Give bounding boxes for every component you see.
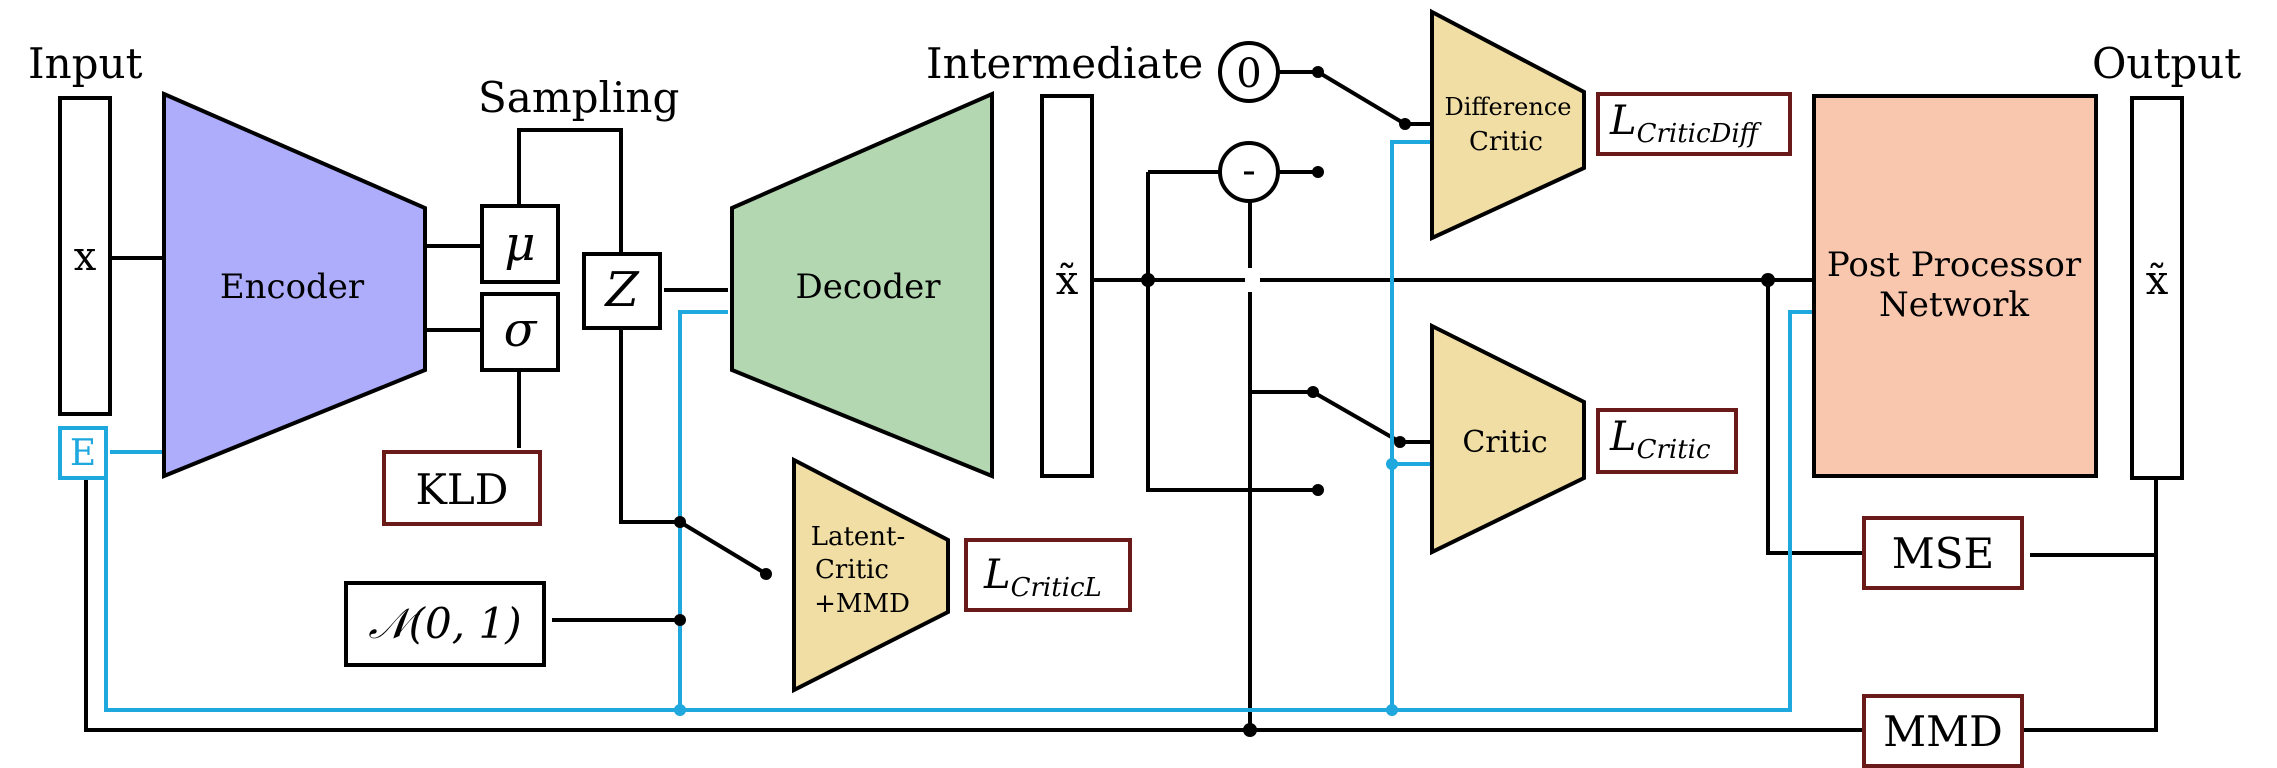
mu-symbol: μ: [504, 216, 535, 272]
energy-to-diff-critic-line: [1390, 140, 1432, 710]
input-e-box: [58, 426, 108, 480]
minus-node-symbol: -: [1242, 148, 1256, 194]
sigma-symbol: σ: [504, 302, 538, 358]
l-critic-label: LCritic: [1609, 414, 1711, 465]
l-critic-latent-label: LCriticL: [983, 552, 1102, 603]
zero-node-symbol: 0: [1236, 51, 1261, 97]
junction-dot: [1243, 723, 1257, 737]
input-e-symbol: E: [70, 433, 96, 474]
output-to-mmd-line: [2020, 478, 2158, 732]
latent-critic-block: [792, 456, 950, 694]
z-to-latent-switch-line: [619, 328, 680, 524]
kld-loss-box: [382, 450, 542, 526]
bus-to-mse-line: [1766, 280, 1862, 555]
mu-box: [480, 204, 560, 284]
sampling-line: [517, 128, 623, 254]
l-critic-latent-box: [964, 538, 1132, 612]
input-x-symbol: x: [74, 234, 97, 280]
decoder-block: [730, 90, 994, 479]
intermediate-label: Intermediate: [926, 39, 1203, 88]
junction-dot: [1394, 436, 1406, 448]
normal-dist-symbol: 𝒩(0, 1): [368, 599, 521, 648]
latent-critic-line2: Critic: [815, 555, 889, 585]
input-label: Input: [28, 39, 143, 88]
mmd-loss-box: [1862, 694, 2024, 768]
critic-label: Critic: [1462, 425, 1547, 460]
junction-dot: [1386, 458, 1398, 470]
difference-critic-line1: Difference: [1445, 93, 1572, 121]
post-processor-line2: Network: [1879, 285, 2029, 325]
junction-dot: [1307, 386, 1319, 398]
critic-switch-blade: [1312, 390, 1432, 444]
junction-dot: [1399, 118, 1411, 130]
kld-label: KLD: [416, 465, 509, 514]
normal-dist-box: [344, 581, 546, 667]
encoder-block: [162, 90, 427, 479]
zero-node: [1218, 41, 1280, 103]
intermediate-box: [1040, 94, 1094, 478]
junction-dot: [1312, 66, 1324, 78]
input-x-box: [58, 96, 112, 416]
encoder-label: Encoder: [220, 267, 365, 307]
mse-loss-box: [1862, 516, 2024, 590]
junction-dot: [1312, 484, 1324, 496]
latent-critic-line1: Latent-: [811, 522, 906, 552]
diff-critic-switch-blade: [1316, 70, 1432, 126]
post-processor-line1: Post Processor: [1827, 245, 2082, 285]
post-processor-block: [1812, 94, 2098, 478]
output-label: Output: [2092, 39, 2241, 88]
e-to-mmd-line: [84, 478, 1862, 732]
z-symbol: Z: [603, 262, 640, 318]
junction-dot: [1141, 273, 1155, 287]
sampling-label: Sampling: [478, 73, 679, 122]
black-connections: [84, 70, 2158, 732]
l-critic-diff-box: [1596, 92, 1792, 156]
difference-critic-block: [1430, 8, 1586, 242]
junction-dot: [674, 516, 686, 528]
minus-node: [1218, 141, 1280, 203]
latent-critic-line3: +MMD: [814, 589, 910, 619]
e-energy-bus: [104, 310, 1812, 712]
mmd-label: MMD: [1883, 707, 2003, 756]
mse-label: MSE: [1892, 529, 1994, 578]
junction-dot: [1386, 704, 1398, 716]
junction-dots: [674, 66, 1775, 737]
junction-dot: [674, 704, 686, 716]
intermediate-x-tilde: x̃: [1056, 258, 1079, 304]
difference-critic-line2: Critic: [1469, 127, 1543, 157]
decoder-label: Decoder: [795, 267, 941, 307]
junction-dot: [760, 568, 772, 580]
z-box: [582, 252, 662, 330]
output-x-tilde: x̃: [2146, 258, 2169, 304]
l-critic-box: [1596, 408, 1738, 474]
energy-to-decoder-line: [678, 310, 728, 710]
sigma-box: [480, 292, 560, 372]
critic-block: [1430, 322, 1586, 556]
junction-dot: [1761, 273, 1775, 287]
junction-dot: [674, 614, 686, 626]
latent-switch-blade: [678, 520, 765, 574]
l-critic-diff-label: LCriticDiff: [1609, 98, 1763, 149]
energy-connections: [104, 140, 1812, 712]
output-box: [2130, 96, 2184, 480]
junction-dot: [1312, 166, 1324, 178]
intermediate-branch-vertical: [1146, 172, 1318, 492]
